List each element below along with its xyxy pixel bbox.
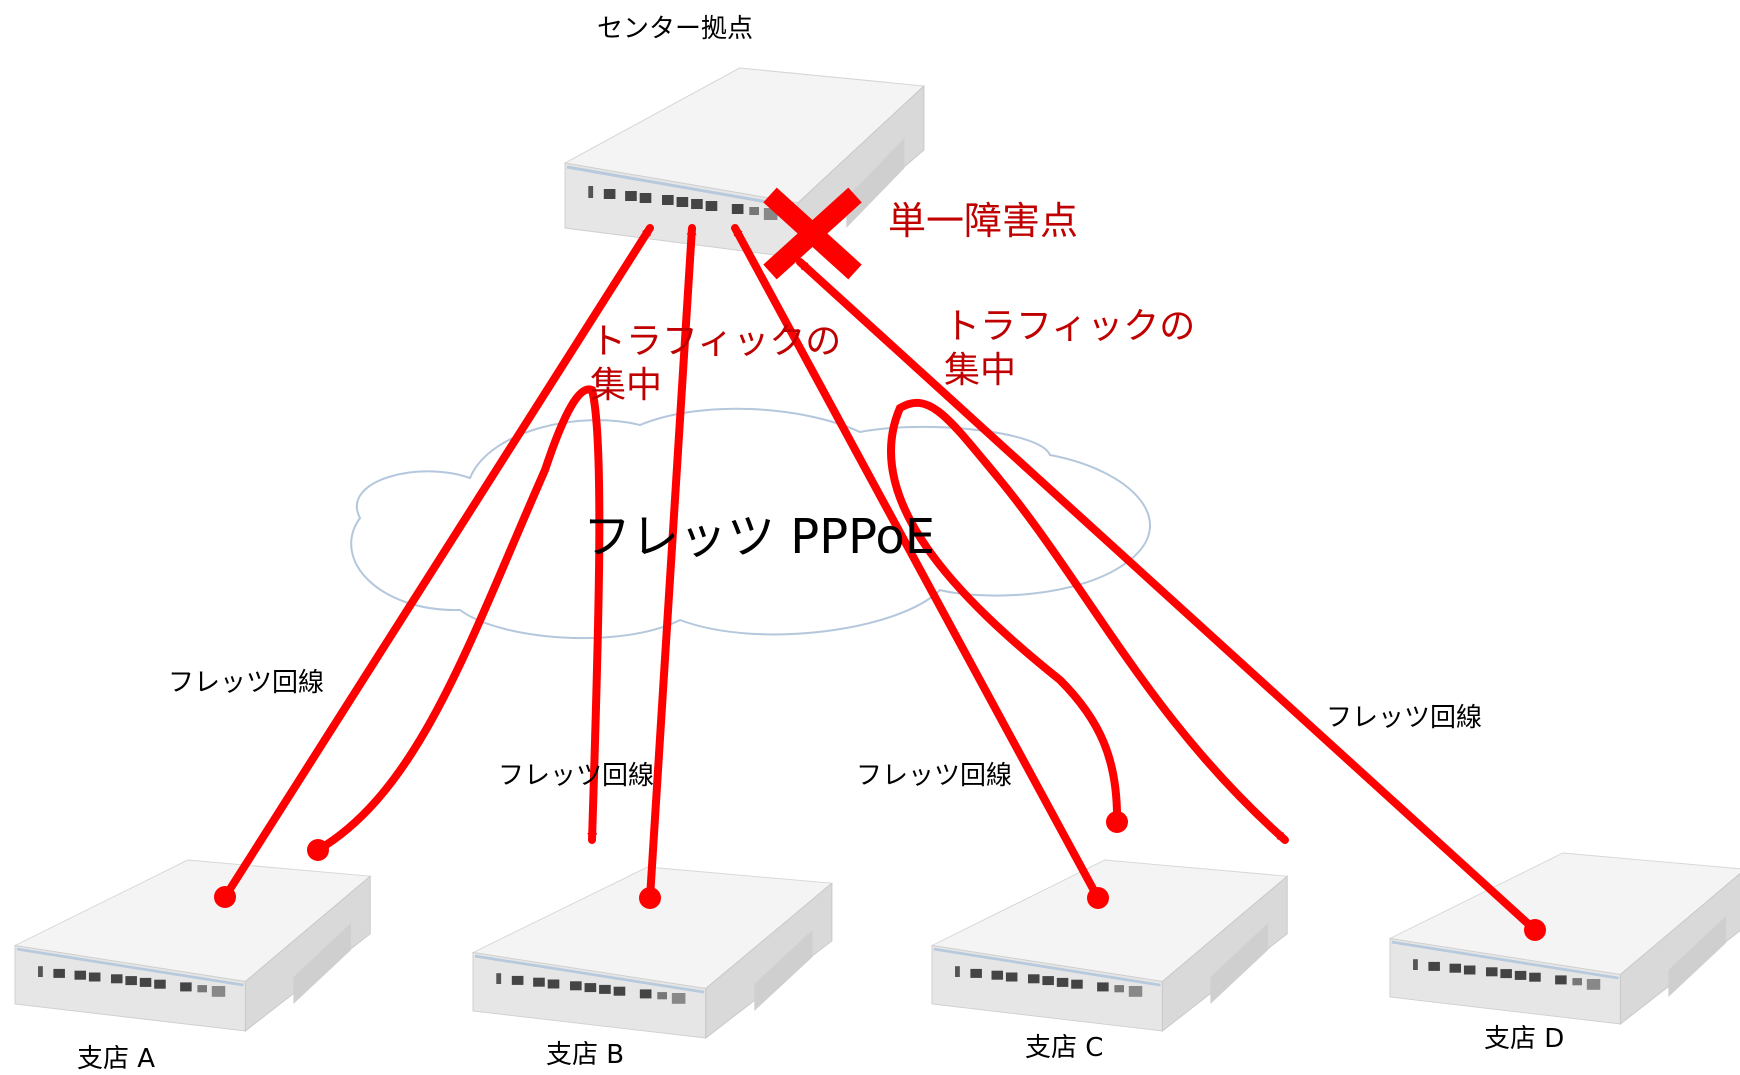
center-router: [563, 66, 926, 260]
link-a-up: [221, 224, 654, 901]
center-label: センター拠点: [597, 14, 754, 44]
link-label-d: フレッツ回線: [1326, 703, 1483, 733]
branch-c-router: [930, 858, 1289, 1033]
link-c-loop: [886, 398, 1289, 844]
branch-a-router: [13, 858, 372, 1033]
link-c-up: [731, 224, 1102, 902]
link-label-b: フレッツ回線: [498, 761, 655, 791]
branch-d-router: [1388, 851, 1740, 1026]
network-label: フレッツ PPPoE: [583, 509, 936, 565]
link-label-c: フレッツ回線: [856, 761, 1013, 791]
failure-x-icon: [763, 187, 862, 280]
traffic-lines: [221, 224, 1539, 934]
branch-label-b: 支店 B: [546, 1040, 625, 1070]
traffic-right-line2: 集中: [944, 349, 1017, 391]
link-d-up: [796, 258, 1539, 934]
link-a-to-b: [314, 385, 604, 854]
traffic-right-line1: トラフィックの: [944, 306, 1196, 347]
branch-label-c: 支店 C: [1025, 1033, 1104, 1063]
link-b-up: [646, 224, 697, 902]
traffic-left-line1: トラフィックの: [590, 321, 842, 362]
branch-label-a: 支店 A: [77, 1044, 156, 1074]
branch-label-d: 支店 D: [1484, 1024, 1565, 1054]
single-point-of-failure-label: 単一障害点: [888, 199, 1079, 243]
traffic-left-line2: 集中: [590, 364, 663, 406]
traffic-concentration-left: トラフィックの 集中: [590, 320, 841, 408]
traffic-concentration-right: トラフィックの 集中: [944, 305, 1195, 393]
link-label-a: フレッツ回線: [168, 668, 325, 698]
endpoint-dots: [214, 811, 1546, 941]
